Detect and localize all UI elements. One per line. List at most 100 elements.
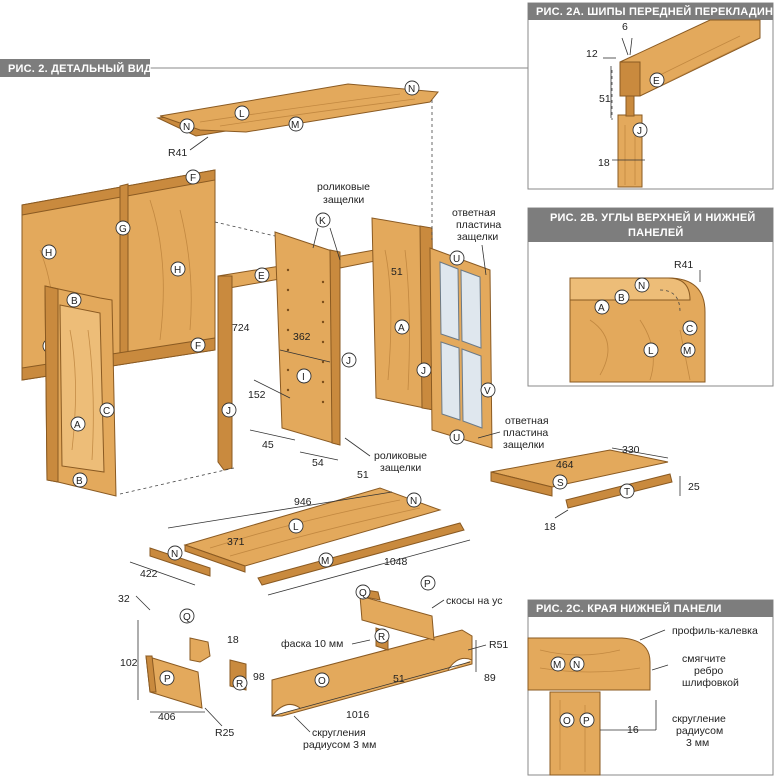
bubble-base-r1: R — [236, 679, 243, 690]
bubble-mid-i: I — [302, 372, 305, 383]
dim-2a-18: 18 — [598, 157, 610, 169]
bubble-bottom-l: L — [293, 522, 299, 533]
bubble-strip-n: N — [171, 549, 178, 560]
dim-51-top: 51 — [391, 266, 403, 278]
dim-724: 724 — [232, 322, 250, 334]
bubble-base-q2: Q — [359, 588, 367, 599]
bubble-right-a: A — [398, 323, 405, 334]
bubble-molding-m: M — [321, 556, 329, 567]
bubble-back-g: G — [119, 224, 127, 235]
dim-51-l: 51 — [357, 469, 369, 481]
bubble-top-m: M — [291, 120, 299, 131]
dim-946: 946 — [294, 496, 312, 508]
dim-2b-r41: R41 — [674, 259, 693, 271]
note-profile: профиль-калевка — [672, 625, 758, 637]
inset-2a-title: РИС. 2А. ШИПЫ ПЕРЕДНЕЙ ПЕРЕКЛАДИНЫ — [536, 5, 777, 18]
bubble-front-j1: J — [226, 406, 231, 417]
dim-152: 152 — [248, 389, 266, 401]
bubble-door-v: V — [484, 386, 491, 397]
note-rounding-c-1: скругление — [672, 713, 726, 725]
bubble-left-c: C — [103, 406, 110, 417]
note-strike-top-1: ответная — [452, 207, 496, 219]
dim-18-r: 18 — [227, 634, 239, 646]
inset-2b-title-line1: РИС. 2В. УГЛЫ ВЕРХНЕЙ И НИЖНЕЙ — [550, 211, 756, 224]
bubble-bottom-n: N — [410, 496, 417, 507]
bubble-left-a: A — [74, 420, 81, 431]
dim-2a-6: 6 — [622, 21, 628, 33]
main-figure-title: РИС. 2. ДЕТАЛЬНЫЙ ВИД — [8, 62, 152, 75]
dim-330: 330 — [622, 444, 640, 456]
dim-89: 89 — [484, 672, 496, 684]
bubble-mid-j: J — [346, 356, 351, 367]
note-soften-3: шлифовкой — [682, 677, 739, 689]
dim-18-t: 18 — [544, 521, 556, 533]
dim-r41-main: R41 — [168, 147, 187, 159]
dim-98: 98 — [253, 671, 265, 683]
bubble-left-b2: B — [76, 476, 83, 487]
bubble-base-q1: Q — [183, 612, 191, 623]
dim-54: 54 — [312, 457, 324, 469]
dim-51-o: 51 — [393, 673, 405, 685]
bubble-2b-b: B — [618, 293, 625, 304]
bubble-base-p: P — [164, 674, 171, 685]
shelf-pin-holes — [286, 268, 325, 404]
note-chamfer: фаска 10 мм — [281, 638, 343, 650]
bubble-shelf-t: T — [624, 487, 630, 498]
bubble-2b-c: C — [686, 324, 693, 335]
note-roller-latch-top-2: защелки — [323, 194, 364, 206]
dim-102: 102 — [120, 657, 138, 669]
note-roller-latch-top-1: роликовые — [317, 181, 370, 193]
inset-2a: РИС. 2А. ШИПЫ ПЕРЕДНЕЙ ПЕРЕКЛАДИНЫ 6 12 … — [527, 2, 777, 190]
bubble-back-h1: H — [45, 248, 52, 259]
note-roller-latch-bottom-2: защелки — [380, 462, 421, 474]
note-rounding-2: радиусом 3 мм — [303, 739, 376, 751]
bubble-front-e: E — [258, 271, 265, 282]
dim-406: 406 — [158, 711, 176, 723]
dim-422: 422 — [140, 568, 158, 580]
note-rounding-1: скругления — [312, 727, 366, 739]
inset-2b: РИС. 2В. УГЛЫ ВЕРХНЕЙ И НИЖНЕЙ ПАНЕЛЕЙ R… — [527, 207, 774, 387]
bubble-2a-j: J — [637, 126, 642, 137]
main-exploded-view: L N N M R41 F G H H F D B C A B E J 724 — [21, 80, 700, 751]
dim-2a-51: 51 — [599, 93, 611, 105]
dim-2a-12: 12 — [586, 48, 598, 60]
bubble-left-b1: B — [71, 296, 78, 307]
note-roller-latch-bottom-1: роликовые — [374, 450, 427, 462]
dim-r25: R25 — [215, 727, 234, 739]
note-soften-2: ребро — [694, 665, 723, 677]
bubble-back-f1: F — [190, 173, 196, 184]
dim-45: 45 — [262, 439, 274, 451]
bubble-base-p2: P — [424, 579, 431, 590]
bubble-2b-a: A — [598, 303, 605, 314]
bubble-2b-m: M — [683, 346, 691, 357]
bubble-top-n2: N — [183, 122, 190, 133]
note-strike-top-3: защелки — [457, 231, 498, 243]
bubble-2a-e: E — [653, 76, 660, 87]
dim-464: 464 — [556, 459, 574, 471]
note-strike-bottom-1: ответная — [505, 415, 549, 427]
dim-r51: R51 — [489, 639, 508, 651]
bubble-2c-p: P — [583, 716, 590, 727]
bubble-right-j: J — [421, 366, 426, 377]
note-bevels: скосы на ус — [446, 595, 502, 607]
bubble-2b-n: N — [638, 281, 645, 292]
dim-2c-16: 16 — [627, 724, 639, 736]
note-soften-1: смягчите — [682, 653, 726, 665]
bubble-base-r2: R — [378, 632, 385, 643]
bubble-shelf-s: S — [557, 478, 564, 489]
bubble-2c-m: M — [553, 660, 561, 671]
dim-371: 371 — [227, 536, 245, 548]
bubble-latch-k: K — [319, 216, 326, 227]
dim-362: 362 — [293, 331, 311, 343]
bubble-2c-o: O — [563, 716, 571, 727]
bubble-door-u2: U — [453, 433, 460, 444]
bubble-2b-l: L — [648, 346, 654, 357]
main-figure-header: РИС. 2. ДЕТАЛЬНЫЙ ВИД — [0, 59, 528, 77]
dim-32: 32 — [118, 593, 130, 605]
inset-2c: РИС. 2С. КРАЯ НИЖНЕЙ ПАНЕЛИ M N O P проф… — [527, 599, 774, 776]
bubble-2c-n: N — [573, 660, 580, 671]
bubble-top-n: N — [408, 84, 415, 95]
note-strike-bottom-2: пластина — [503, 427, 548, 439]
bubble-back-h2: H — [174, 265, 181, 276]
